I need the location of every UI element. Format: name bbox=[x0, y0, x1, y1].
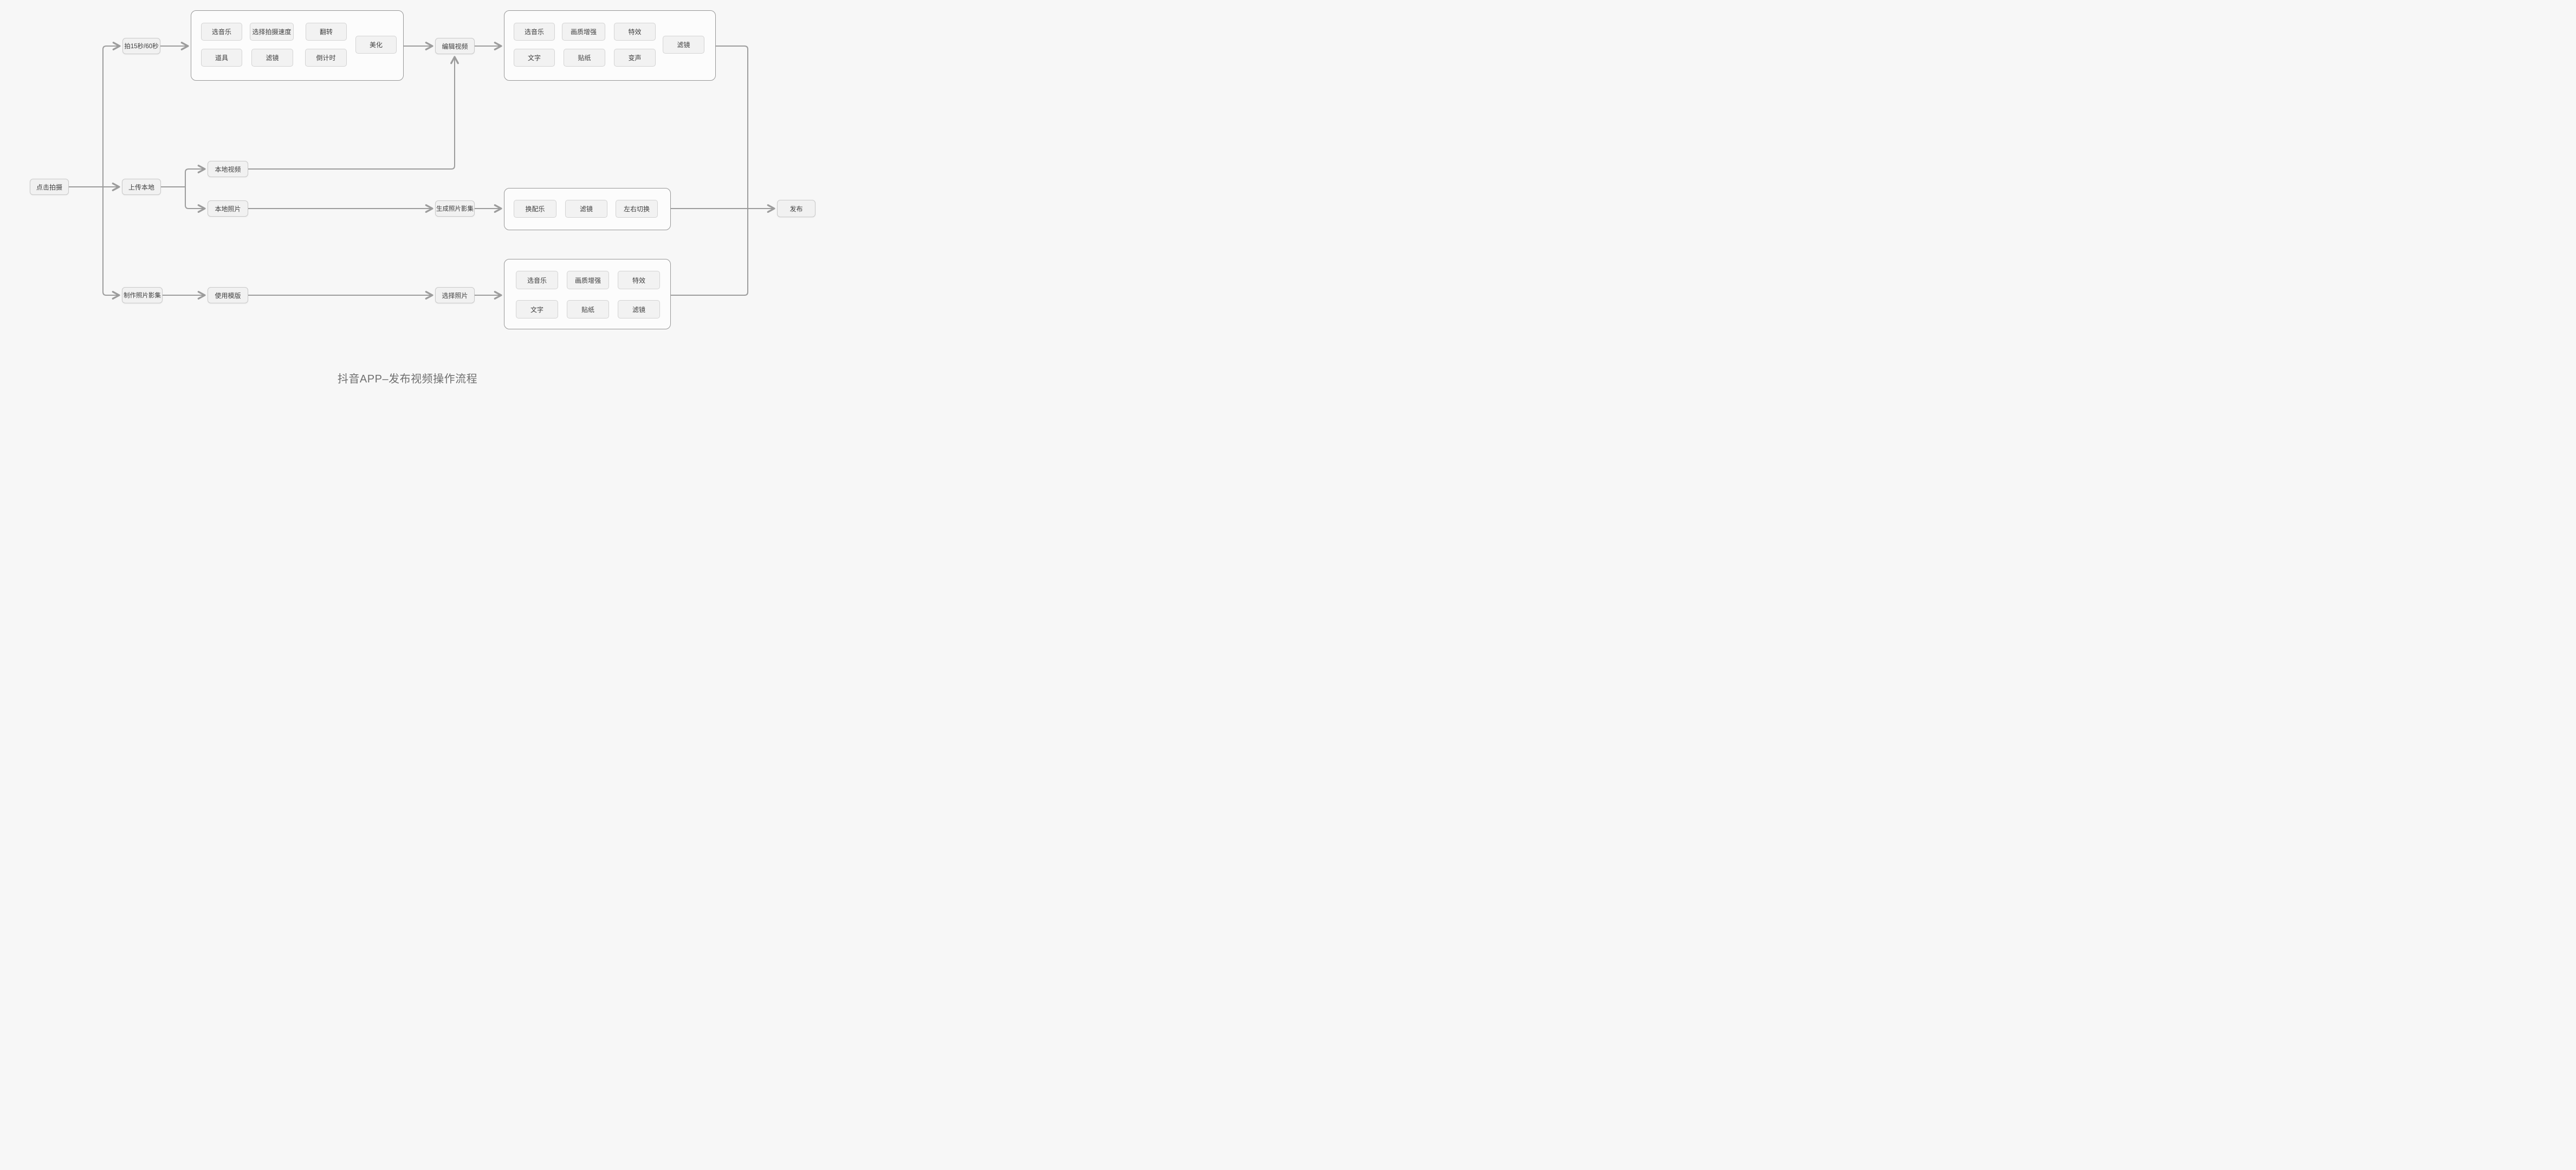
chip-text[interactable]: 文字 bbox=[516, 300, 558, 318]
chip-change-music[interactable]: 换配乐 bbox=[514, 200, 556, 218]
node-publish[interactable]: 发布 bbox=[777, 200, 815, 217]
chip-props[interactable]: 道具 bbox=[201, 49, 242, 67]
chip-countdown[interactable]: 倒计时 bbox=[305, 49, 347, 67]
chip-effects[interactable]: 特效 bbox=[614, 23, 656, 41]
chip-quality-enhance[interactable]: 画质增强 bbox=[562, 23, 605, 41]
chip-filter[interactable]: 滤镜 bbox=[565, 200, 607, 218]
chip-voice-change[interactable]: 变声 bbox=[614, 49, 656, 67]
chip-filter[interactable]: 滤镜 bbox=[251, 49, 293, 67]
node-click-shoot[interactable]: 点击拍摄 bbox=[30, 179, 69, 195]
node-edit-video[interactable]: 编辑视频 bbox=[435, 38, 475, 54]
chip-effects[interactable]: 特效 bbox=[618, 271, 660, 289]
node-local-photo[interactable]: 本地照片 bbox=[208, 200, 248, 217]
chip-select-music[interactable]: 选音乐 bbox=[516, 271, 558, 289]
chip-quality-enhance[interactable]: 画质增强 bbox=[567, 271, 609, 289]
diagram-title: 抖音APP–发布视频操作流程 bbox=[337, 373, 478, 385]
node-local-video[interactable]: 本地视频 bbox=[208, 161, 248, 177]
chip-sticker[interactable]: 贴纸 bbox=[564, 49, 605, 67]
chip-filter[interactable]: 滤镜 bbox=[663, 36, 704, 54]
chip-beautify[interactable]: 美化 bbox=[355, 36, 397, 54]
chip-text[interactable]: 文字 bbox=[514, 49, 555, 67]
edge-split-to-local-photo bbox=[185, 186, 206, 213]
edge-trunk-up-to-shoot-15-60 bbox=[102, 42, 121, 187]
edge-edit-tools-and-photo-tools-merge bbox=[670, 46, 748, 296]
chip-select-music[interactable]: 选音乐 bbox=[514, 23, 555, 41]
node-select-photos[interactable]: 选择照片 bbox=[435, 287, 475, 303]
group-photo-edit-tools[interactable] bbox=[504, 259, 671, 329]
chip-sticker[interactable]: 贴纸 bbox=[567, 300, 609, 318]
flowchart-canvas: 点击拍摄 拍15秒/60秒 上传本地 制作照片影集 本地视频 本地照片 使用模版… bbox=[0, 0, 850, 386]
chip-shoot-speed[interactable]: 选择拍摄速度 bbox=[250, 23, 294, 41]
chip-filter[interactable]: 滤镜 bbox=[618, 300, 660, 318]
edge-trunk-down-to-make-album bbox=[102, 186, 120, 300]
node-shoot-15-60[interactable]: 拍15秒/60秒 bbox=[122, 38, 160, 54]
chip-flip[interactable]: 翻转 bbox=[306, 23, 347, 41]
node-use-template[interactable]: 使用模版 bbox=[208, 287, 248, 303]
node-upload-local[interactable]: 上传本地 bbox=[122, 179, 161, 195]
chip-select-music[interactable]: 选音乐 bbox=[201, 23, 242, 41]
node-generate-photo-album[interactable]: 生成照片影集 bbox=[435, 200, 475, 217]
node-make-photo-album[interactable]: 制作照片影集 bbox=[122, 287, 163, 303]
edge-split-to-local-video bbox=[185, 165, 206, 187]
chip-lr-switch[interactable]: 左右切换 bbox=[616, 200, 658, 218]
